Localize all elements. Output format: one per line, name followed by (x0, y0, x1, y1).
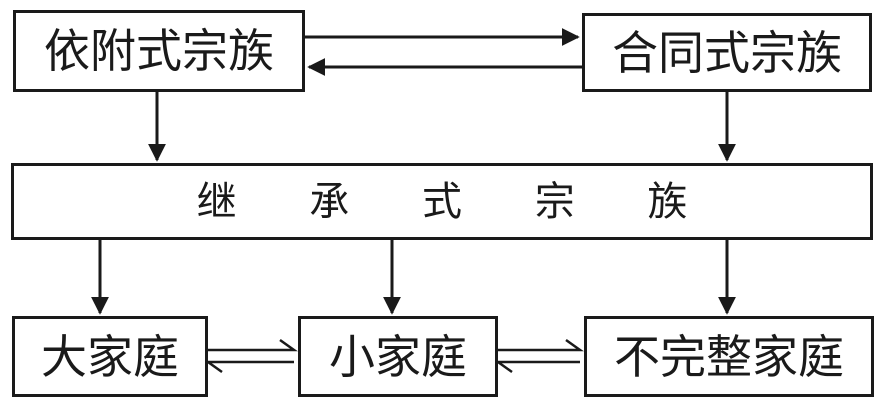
node-incomplete-family-label: 不完整家庭 (614, 329, 844, 384)
node-incomplete-family: 不完整家庭 (584, 316, 874, 397)
harpoon-large-to-small (208, 338, 298, 352)
node-dependent-clan: 依附式宗族 (13, 10, 305, 92)
node-small-family: 小家庭 (298, 316, 498, 397)
harpoon-small-to-incomplete (498, 338, 584, 352)
harpoon-small-to-large (204, 360, 294, 374)
node-small-family-label: 小家庭 (329, 329, 467, 384)
node-dependent-clan-label: 依附式宗族 (44, 24, 274, 78)
node-inheritance-clan-label: 继 承 式 宗 族 (196, 178, 718, 225)
node-inheritance-clan: 继 承 式 宗 族 (11, 163, 873, 240)
harpoon-incomplete-to-small (494, 360, 580, 374)
node-large-family-label: 大家庭 (41, 329, 179, 384)
node-contract-clan: 合同式宗族 (582, 13, 872, 92)
node-large-family: 大家庭 (12, 316, 208, 397)
node-contract-clan-label: 合同式宗族 (612, 25, 842, 80)
